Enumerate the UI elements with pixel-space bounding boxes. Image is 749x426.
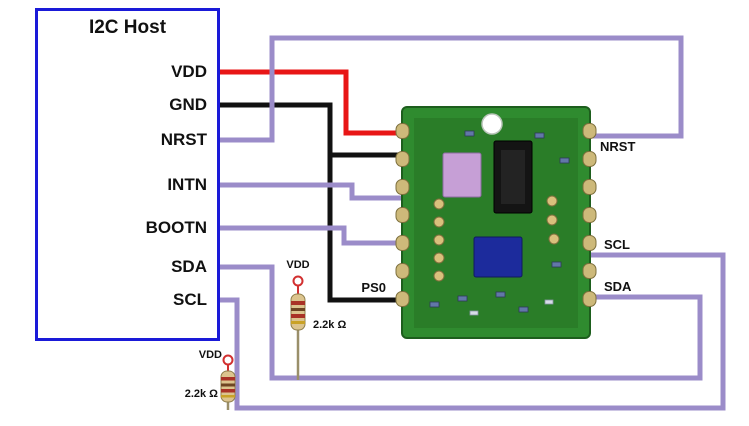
host-pin-scl: SCL	[173, 290, 207, 309]
nrst-wire	[218, 35, 684, 143]
vdd-wire	[218, 69, 410, 136]
intn-wire	[218, 182, 410, 201]
module-pin-nrst: NRST	[600, 139, 636, 154]
mounting-hole	[481, 113, 503, 135]
host-pin-nrst: NRST	[160, 130, 207, 149]
module-pin-ps0: PS0	[361, 280, 386, 295]
i2c-host-box: I2C Host VDD GND NRST INTN BOOTN SDA SCL	[35, 8, 220, 341]
pullup-sda-value-label: 2.2k Ω	[313, 319, 347, 331]
module-pin-scl: SCL	[604, 237, 630, 252]
pullup-scl-value-label: 2.2k Ω	[184, 388, 218, 400]
host-pin-vdd: VDD	[171, 62, 207, 81]
chip-pink	[442, 152, 482, 198]
signal-wires	[218, 35, 726, 411]
sensor-module	[395, 106, 597, 339]
smd-parts	[429, 130, 570, 313]
sda-wire	[218, 264, 703, 381]
pullup-resistor-sda	[290, 275, 306, 380]
bootn-wire	[218, 225, 410, 246]
vdd-terminal-icon	[292, 275, 304, 287]
pullup-sda-vdd-label: VDD	[286, 259, 310, 271]
test-points	[433, 195, 560, 282]
host-pin-sda: SDA	[171, 257, 207, 276]
chip-blue	[473, 236, 523, 278]
host-title: I2C Host	[88, 17, 167, 38]
scl-wire	[218, 252, 726, 411]
vdd-terminal-icon	[222, 354, 234, 366]
pullup-scl-vdd-label: VDD	[198, 349, 222, 361]
host-pin-bootn: BOOTN	[145, 218, 207, 237]
host-pin-gnd: GND	[169, 95, 207, 114]
module-pin-sda: SDA	[604, 279, 632, 294]
pullup-resistor-scl	[220, 354, 236, 410]
module-pads-right	[582, 123, 597, 307]
module-pads-left	[395, 123, 410, 307]
host-pin-intn: INTN	[167, 175, 207, 194]
